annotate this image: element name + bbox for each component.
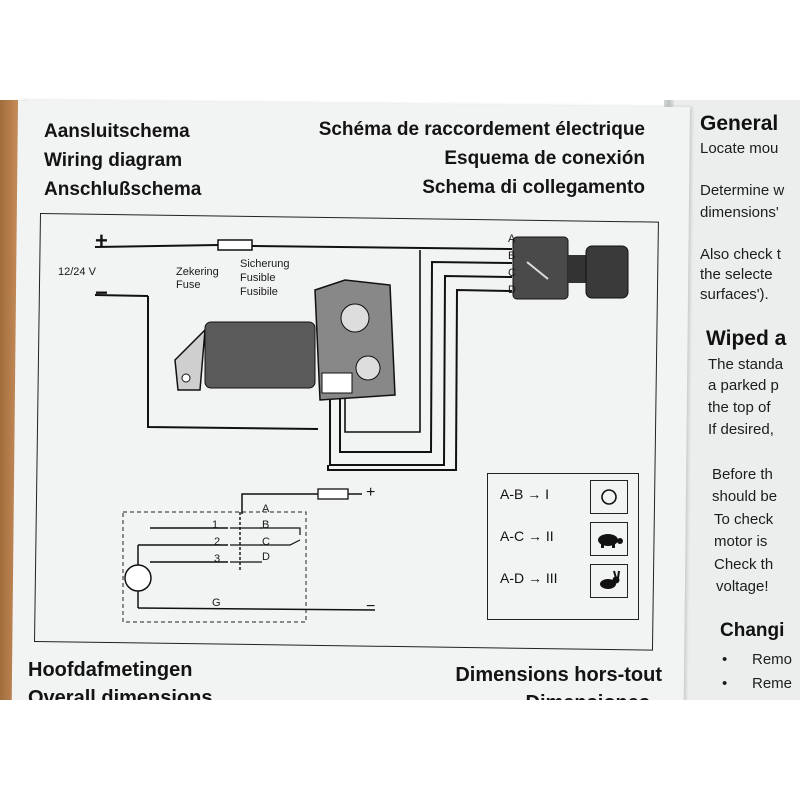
bullet-icon: • xyxy=(722,651,728,668)
bottom-background xyxy=(0,700,800,800)
title-german: Anschlußschema xyxy=(44,179,202,200)
turtle-icon xyxy=(590,522,628,556)
title-italian: Schema di collegamento xyxy=(422,177,645,198)
title-spanish: Esquema de conexión xyxy=(444,148,645,169)
right-bullet-1: Remo xyxy=(752,651,793,668)
bottom-title-french: Dimensions hors-tout xyxy=(455,664,662,686)
legend-row-1: A-B → I xyxy=(500,486,550,502)
right-p2-line-3: To check xyxy=(714,511,774,528)
schematic-housing xyxy=(122,511,307,623)
title-english: Wiring diagram xyxy=(44,150,183,171)
schematic-fuse-icon xyxy=(317,488,349,500)
speed-legend: A-B → I A-C → II A-D → III xyxy=(487,473,639,620)
title-french: Schéma de raccordement électrique xyxy=(318,119,645,140)
bottom-title-dutch: Hoofdafmetingen xyxy=(28,659,193,681)
right-p2-line-4: motor is xyxy=(714,533,768,550)
plus-sign: + xyxy=(95,228,108,253)
fuse-label-german: Sicherung xyxy=(240,258,290,270)
right-p2-line-2: should be xyxy=(712,488,778,505)
fuse-label-dutch: Zekering xyxy=(176,266,219,278)
wire-d xyxy=(327,288,513,471)
voltage-label: 12/24 V xyxy=(58,266,96,278)
bullet-icon: • xyxy=(722,675,728,692)
right-line-1: Locate mou xyxy=(700,140,779,157)
wire-to-a xyxy=(251,245,513,250)
schematic-letter-a: A xyxy=(262,503,270,515)
legend-row-3: A-D → III xyxy=(500,570,558,586)
fuse-label-french: Fusible xyxy=(240,272,276,284)
right-heading-changing: Changi xyxy=(720,620,785,641)
schematic-letter-d: D xyxy=(262,551,270,563)
ground-wire xyxy=(147,296,319,430)
minus-sign: − xyxy=(95,280,108,305)
positive-wire xyxy=(94,244,219,248)
motor-bracket-icon xyxy=(174,328,206,391)
right-heading-general: General xyxy=(700,112,779,135)
schematic-letter-b: B xyxy=(262,519,270,531)
right-p1-line-2: a parked p xyxy=(708,377,779,394)
right-p1-line-1: The standa xyxy=(708,356,784,373)
right-p2-line-5: Check th xyxy=(714,556,774,573)
schematic-num-2: 2 xyxy=(214,536,221,548)
rotary-switch-icon xyxy=(512,236,569,300)
right-p2-line-1: Before th xyxy=(712,466,773,483)
right-line-3a: Also check t xyxy=(700,246,781,263)
rabbit-icon xyxy=(590,564,628,598)
schematic-letter-c: C xyxy=(262,536,270,548)
terminal-d: D xyxy=(508,284,516,296)
terminal-a: A xyxy=(508,233,516,245)
legend-row-2: A-C → II xyxy=(500,528,554,544)
circle-icon xyxy=(590,480,628,514)
right-page xyxy=(672,100,800,700)
schematic-num-3: 3 xyxy=(214,553,221,565)
wire-c xyxy=(329,274,513,466)
wire-b xyxy=(339,260,513,453)
right-line-2a: Determine w xyxy=(700,182,785,199)
right-line-3b: the selecte xyxy=(700,266,773,283)
schematic-num-1: 1 xyxy=(212,519,219,531)
right-line-2b: dimensions' xyxy=(700,204,779,221)
schematic-plus: + xyxy=(366,484,376,501)
right-p1-line-3: the top of xyxy=(708,399,771,416)
title-dutch: Aansluitschema xyxy=(44,121,190,142)
motor-icon xyxy=(204,321,316,389)
terminal-b: B xyxy=(508,250,516,262)
fuse-label-english: Fuse xyxy=(176,279,201,291)
right-heading-wiped: Wiped a xyxy=(706,327,787,350)
right-p2-line-6: voltage! xyxy=(716,578,769,595)
right-p1-line-4: If desired, xyxy=(708,421,774,438)
negative-wire xyxy=(94,294,149,297)
schematic-motor-icon xyxy=(124,564,152,592)
terminal-c: C xyxy=(508,267,516,279)
wire-a-return xyxy=(344,250,421,433)
schematic-minus: − xyxy=(366,598,376,615)
right-bullet-2: Reme xyxy=(752,675,793,692)
schematic-ground: G xyxy=(212,597,221,609)
fuse-icon xyxy=(217,239,253,251)
right-line-3c: surfaces'). xyxy=(700,286,769,303)
fuse-label-italian: Fusibile xyxy=(240,286,278,298)
